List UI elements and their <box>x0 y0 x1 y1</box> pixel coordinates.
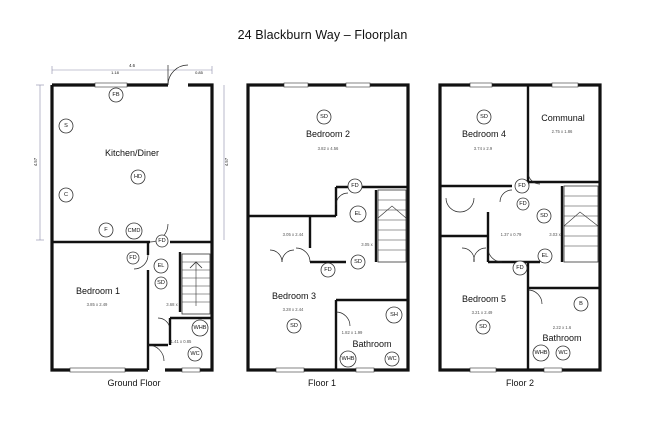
room-dim: 1.82 x 1.99 <box>342 330 363 335</box>
floor-label-ground: Ground Floor <box>107 378 160 388</box>
room-communal: Communal <box>541 113 585 123</box>
svg-text:SD: SD <box>157 280 165 286</box>
room-dim: 3.82 x 4.56 <box>318 146 339 151</box>
dim-width-top: 4.6 <box>129 63 135 68</box>
svg-text:SD: SD <box>540 213 548 219</box>
staircase <box>377 189 407 263</box>
svg-text:CMD: CMD <box>128 228 141 234</box>
svg-text:FD: FD <box>324 267 331 273</box>
outer-wall <box>438 83 602 372</box>
room-dim: 3.68 x <box>166 302 178 307</box>
svg-text:FD: FD <box>518 183 525 189</box>
room-bedroom-5: Bedroom 5 <box>462 294 506 304</box>
room-dim: 3.03 x <box>549 232 561 237</box>
floor-label-2: Floor 2 <box>506 378 534 388</box>
window <box>469 82 493 88</box>
room-dim: 3.28 x 2.44 <box>283 307 304 312</box>
svg-text:WHB: WHB <box>534 350 547 356</box>
svg-text:FD: FD <box>158 238 165 244</box>
svg-text:B: B <box>579 301 583 307</box>
window <box>283 82 309 88</box>
svg-text:WHB: WHB <box>193 325 206 331</box>
svg-text:F: F <box>104 227 108 233</box>
svg-text:EL: EL <box>542 253 549 259</box>
room-dim: 3.85 x 2.49 <box>87 302 108 307</box>
floor-1-plan: Bedroom 2 3.82 x 4.56 Bedroom 3 3.28 x 2… <box>246 82 410 388</box>
svg-text:EL: EL <box>355 211 362 217</box>
floorplan-title: 24 Blackburn Way – Floorplan <box>237 28 408 42</box>
room-bedroom-2: Bedroom 2 <box>306 129 350 139</box>
room-bathroom-floor-1: Bathroom <box>352 339 391 349</box>
svg-text:S: S <box>64 123 68 129</box>
svg-text:SD: SD <box>480 114 488 120</box>
window <box>94 82 128 88</box>
room-dim: 2.75 x 1.86 <box>552 129 573 134</box>
svg-text:WC: WC <box>190 351 199 357</box>
svg-text:C: C <box>64 192 68 198</box>
fixture-badge: SD <box>476 109 492 125</box>
svg-text:SH: SH <box>390 312 398 318</box>
dim-label: 0.85 <box>195 70 204 75</box>
fixture-badge: FB <box>108 87 124 103</box>
room-kitchen-diner: Kitchen/Diner <box>105 148 159 158</box>
svg-text:SD: SD <box>354 259 362 265</box>
floor-2-plan: Bedroom 4 3.74 x 2.9 Communal 2.75 x 1.8… <box>438 82 602 388</box>
fixture-badge: SD <box>316 109 332 125</box>
svg-text:FB: FB <box>112 92 119 98</box>
svg-text:HD: HD <box>134 174 142 180</box>
entrance-door <box>167 64 189 86</box>
svg-text:FD: FD <box>516 265 523 271</box>
room-bedroom-3: Bedroom 3 <box>272 291 316 301</box>
outer-wall <box>246 83 410 372</box>
svg-text:FD: FD <box>351 183 358 189</box>
room-bathroom-floor-2: Bathroom <box>542 333 581 343</box>
room-dim: 2.22 x 1.6 <box>553 325 572 330</box>
room-dim: 1.41 x 0.85 <box>171 339 192 344</box>
floor-label-1: Floor 1 <box>308 378 336 388</box>
room-dim: 3.05 x <box>361 242 373 247</box>
room-dim: 3.74 x 2.9 <box>474 146 493 151</box>
svg-text:SD: SD <box>479 324 487 330</box>
svg-text:WC: WC <box>387 356 396 362</box>
room-dim: 3.05 x 2.44 <box>283 232 304 237</box>
svg-text:FD: FD <box>519 201 526 207</box>
room-bedroom-4: Bedroom 4 <box>462 129 506 139</box>
staircase <box>181 253 211 315</box>
ground-floor-plan: 4.6 4.57 4.57 <box>33 63 229 388</box>
svg-text:FD: FD <box>129 255 136 261</box>
staircase <box>563 185 599 263</box>
room-dim: 1.37 x 0.79 <box>501 232 522 237</box>
svg-text:WHB: WHB <box>341 356 354 362</box>
svg-text:WC: WC <box>558 350 567 356</box>
svg-text:SD: SD <box>290 323 298 329</box>
dim-height-right: 4.57 <box>224 157 229 166</box>
svg-text:EL: EL <box>158 263 165 269</box>
dim-label: 1.18 <box>111 70 120 75</box>
room-dim: 3.21 x 2.49 <box>472 310 493 315</box>
svg-text:SD: SD <box>320 114 328 120</box>
room-bedroom-1: Bedroom 1 <box>76 286 120 296</box>
dim-height-left: 4.57 <box>33 157 38 166</box>
